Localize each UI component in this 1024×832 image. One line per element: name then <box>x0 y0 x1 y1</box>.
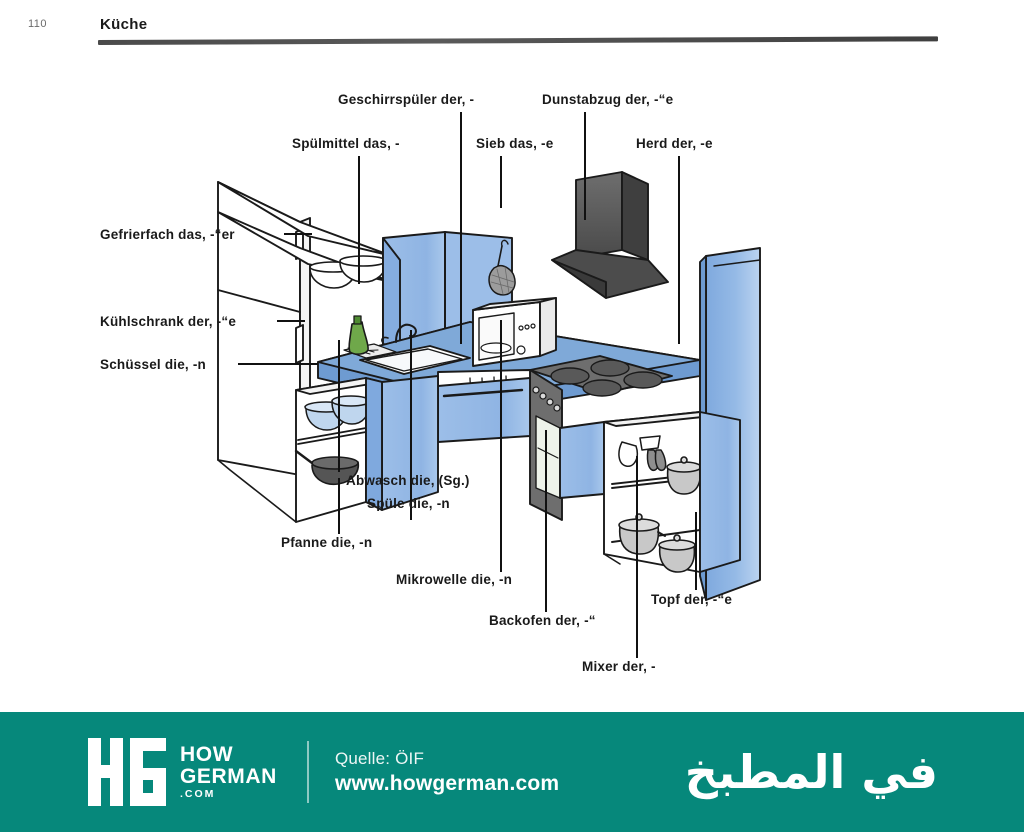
brand-line-how: HOW <box>180 743 234 767</box>
header-divider <box>97 36 939 45</box>
website-link[interactable]: www.howgerman.com <box>334 771 560 795</box>
label-pfanne: Pfanne die, -n <box>281 535 373 550</box>
right-cabinet-door <box>699 411 741 573</box>
brand-wordmark: HOW GERMAN .COM <box>180 744 277 800</box>
label-dunstabzug: Dunstabzug der, -“e <box>542 92 674 107</box>
leader-line-spuele <box>410 330 412 520</box>
leader-line-backofen <box>545 430 547 612</box>
brand-line-german: GERMAN <box>180 765 277 789</box>
leader-line-kuehlschrank <box>277 320 305 322</box>
microwave <box>472 297 557 367</box>
leader-line-spuelmittel <box>358 156 360 284</box>
page-number: 110 <box>28 18 48 30</box>
label-sieb: Sieb das, -e <box>476 136 554 151</box>
label-gefrierfach: Gefrierfach das, -“er <box>100 227 235 242</box>
leader-line-pfanne <box>338 478 340 534</box>
sieve <box>488 239 516 296</box>
label-herd: Herd der, -e <box>636 136 713 151</box>
dish-soap-bottle <box>348 315 369 355</box>
footer-brand-group: HOW GERMAN .COM Quelle: ÖIF www.howgerma… <box>0 738 559 806</box>
cabinet-bowls <box>304 395 371 431</box>
pot-lower-left <box>618 513 666 555</box>
leader-line-gefrierfach <box>284 233 312 235</box>
howgerman-logo-icon <box>88 738 166 806</box>
brand-line-dotcom: .COM <box>180 787 216 800</box>
source-label: Quelle: ÖIF <box>334 748 425 768</box>
label-mixer: Mixer der, - <box>582 659 656 674</box>
leader-line-mixer <box>636 456 638 658</box>
dishwasher <box>423 369 531 457</box>
leader-line-topf <box>695 512 697 590</box>
range-hood <box>551 171 669 299</box>
label-schuessel: Schüssel die, -n <box>100 357 206 372</box>
label-kuehlschrank: Kühlschrank der, -“e <box>100 314 237 329</box>
stovetop <box>529 355 673 397</box>
label-geschirrspueler: Geschirrspüler der, - <box>338 92 475 107</box>
floor-lines <box>217 459 621 565</box>
label-spuele: Spüle die, -n <box>367 496 450 511</box>
label-mikrowelle: Mikrowelle die, -n <box>396 572 513 587</box>
page-title: Küche <box>100 16 148 33</box>
label-backofen: Backofen der, -“ <box>489 613 596 628</box>
mixer <box>618 435 667 472</box>
arabic-title: في المطبخ <box>684 745 938 799</box>
pot-lower-right <box>658 534 696 573</box>
leader-line-geschirrspueler <box>460 112 462 344</box>
label-spuelmittel: Spülmittel das, - <box>292 136 400 151</box>
leader-line-sieb <box>500 156 502 208</box>
footer-bar: HOW GERMAN .COM Quelle: ÖIF www.howgerma… <box>0 712 1024 832</box>
leader-line-dunstabzug <box>584 112 586 220</box>
leader-line-herd <box>678 156 680 344</box>
leader-line-schuessel <box>238 363 318 365</box>
leader-line-mikrowelle <box>500 320 502 572</box>
lower-center-cabinets <box>365 375 439 511</box>
kitchen-illustration <box>0 60 1024 700</box>
frying-pan <box>294 449 360 486</box>
label-abwasch: Abwasch die, (Sg.) <box>346 473 470 488</box>
label-topf: Topf der, -“e <box>651 592 733 607</box>
leader-line-abwasch <box>338 340 340 472</box>
footer-source-group: Quelle: ÖIF www.howgerman.com <box>335 749 559 796</box>
footer-divider <box>306 741 309 803</box>
